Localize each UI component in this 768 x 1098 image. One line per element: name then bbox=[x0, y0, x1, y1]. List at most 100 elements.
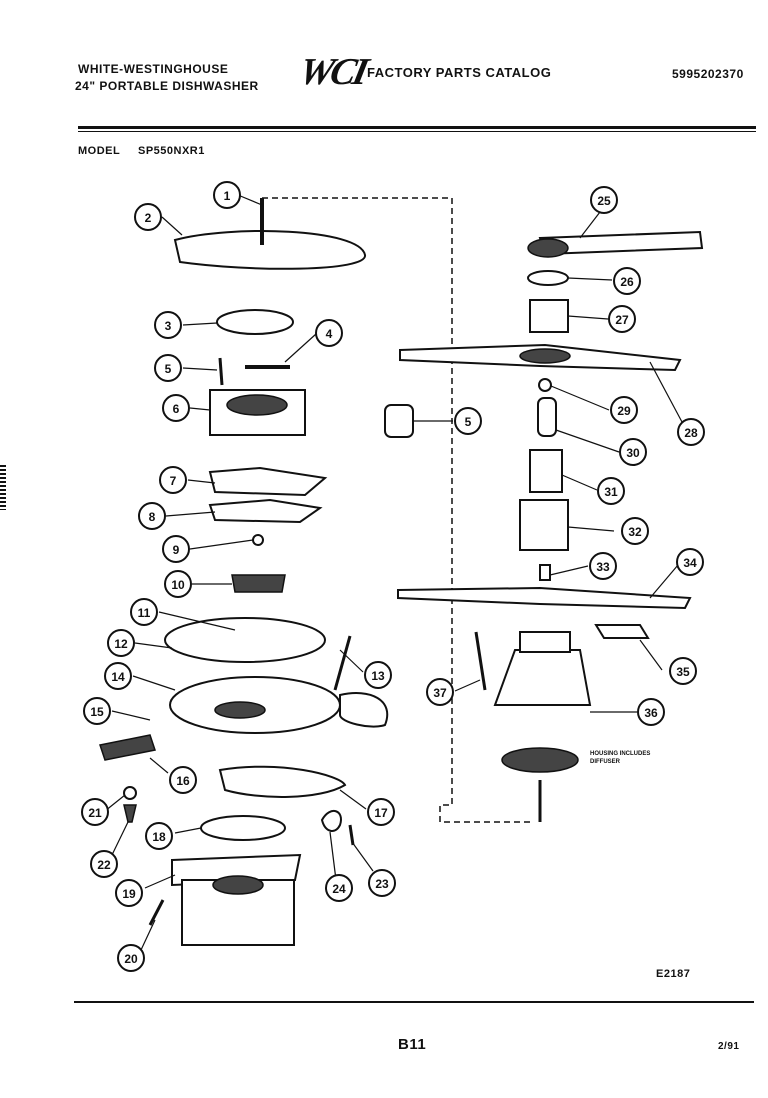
callout-28: 28 bbox=[677, 418, 705, 446]
callout-number: 33 bbox=[596, 560, 610, 574]
callout-number: 30 bbox=[626, 446, 640, 460]
callout-12: 12 bbox=[107, 629, 135, 657]
catalog-number: 5995202370 bbox=[672, 67, 744, 81]
header-rule bbox=[78, 126, 756, 129]
tube-32-part bbox=[529, 449, 563, 493]
screw-part bbox=[218, 357, 224, 386]
page-number: B11 bbox=[398, 1036, 427, 1053]
sump-center bbox=[214, 701, 266, 719]
bolt-part bbox=[333, 635, 352, 691]
lower-spray-arm-part bbox=[397, 586, 692, 610]
callout-circle bbox=[169, 766, 197, 794]
pump-cap-part bbox=[216, 309, 294, 335]
callout-22: 22 bbox=[90, 850, 118, 878]
scan-edge-mark bbox=[0, 465, 6, 510]
callout-3: 3 bbox=[154, 311, 182, 339]
feed-tube-end bbox=[527, 238, 569, 258]
screw-24-part bbox=[348, 824, 355, 846]
callout-26: 26 bbox=[613, 267, 641, 295]
brand-line-1: WHITE-WESTINGHOUSE bbox=[78, 62, 229, 76]
callout-circle bbox=[637, 698, 665, 726]
callout-number: 6 bbox=[173, 402, 180, 416]
callout-number: 2 bbox=[145, 211, 152, 225]
callout-29: 29 bbox=[610, 396, 638, 424]
callout-circle bbox=[608, 305, 636, 333]
callout-4: 4 bbox=[315, 319, 343, 347]
callout-24: 24 bbox=[325, 874, 353, 902]
callout-number: 18 bbox=[152, 830, 166, 844]
callout-number: 11 bbox=[138, 606, 151, 620]
nut-30-part bbox=[538, 378, 552, 392]
callout-31: 31 bbox=[597, 477, 625, 505]
pump-cover-top bbox=[519, 631, 571, 653]
callout-circle bbox=[164, 570, 192, 598]
callout-6: 6 bbox=[162, 394, 190, 422]
callout-circle bbox=[677, 418, 705, 446]
callout-number: 25 bbox=[597, 194, 611, 208]
callout-circle bbox=[107, 629, 135, 657]
callout-number: 28 bbox=[684, 426, 698, 440]
callout-27: 27 bbox=[608, 305, 636, 333]
callout-circle bbox=[454, 407, 482, 435]
callout-number: 15 bbox=[90, 705, 104, 719]
callout-35: 35 bbox=[669, 657, 697, 685]
sump-ring-part bbox=[164, 617, 326, 663]
callout-number: 3 bbox=[165, 319, 172, 333]
bolt-5-part bbox=[474, 631, 487, 691]
callout-18: 18 bbox=[145, 822, 173, 850]
footer-rule bbox=[74, 1001, 754, 1003]
callout-14: 14 bbox=[104, 662, 132, 690]
callout-34: 34 bbox=[676, 548, 704, 576]
callout-25: 25 bbox=[590, 186, 618, 214]
gasket-part bbox=[208, 466, 328, 497]
callout-circle bbox=[154, 354, 182, 382]
callout-number: 24 bbox=[332, 882, 346, 896]
callout-circle bbox=[589, 552, 617, 580]
callout-circle bbox=[81, 798, 109, 826]
callout-2: 2 bbox=[134, 203, 162, 231]
valve-part bbox=[99, 734, 156, 761]
callout-number: 36 bbox=[644, 706, 658, 720]
note-line-2: DIFFUSER bbox=[590, 759, 620, 765]
callout-circle bbox=[134, 203, 162, 231]
nut-part bbox=[123, 786, 137, 800]
callout-circle bbox=[325, 874, 353, 902]
callout-circle bbox=[364, 661, 392, 689]
callout-circle bbox=[117, 944, 145, 972]
callout-9: 9 bbox=[162, 535, 190, 563]
callout-number: 26 bbox=[620, 275, 634, 289]
model-number: SP550NXR1 bbox=[138, 145, 205, 157]
callout-circle bbox=[367, 798, 395, 826]
callout-number: 14 bbox=[111, 670, 125, 684]
callout-number: 37 bbox=[433, 686, 447, 700]
callout-number: 17 bbox=[374, 806, 388, 820]
callout-30: 30 bbox=[619, 438, 647, 466]
callout-13: 13 bbox=[364, 661, 392, 689]
callout-circle bbox=[83, 697, 111, 725]
callout-37: 37 bbox=[426, 678, 454, 706]
callout-1: 1 bbox=[213, 181, 241, 209]
callout-number: 22 bbox=[97, 858, 111, 872]
callout-number: 34 bbox=[683, 556, 697, 570]
tube-33-part bbox=[519, 499, 569, 551]
callout-17: 17 bbox=[367, 798, 395, 826]
motor-shaft bbox=[212, 875, 264, 895]
plug-part bbox=[123, 804, 137, 823]
callout-number: 10 bbox=[171, 578, 185, 592]
spray-arm-hub bbox=[519, 348, 571, 364]
hose-part bbox=[218, 765, 347, 798]
brand-line-2: 24" PORTABLE DISHWASHER bbox=[75, 79, 259, 93]
figure-id: E2187 bbox=[656, 968, 691, 980]
pump-housing-opening bbox=[226, 394, 288, 416]
callout-number: 8 bbox=[149, 510, 156, 524]
callout-7: 7 bbox=[159, 466, 187, 494]
callout-33: 33 bbox=[589, 552, 617, 580]
block-36-part bbox=[594, 624, 650, 639]
callout-circle bbox=[213, 181, 241, 209]
callout-number: 20 bbox=[124, 952, 138, 966]
callout-circle bbox=[676, 548, 704, 576]
assembly-dashed-line bbox=[262, 197, 530, 823]
callout-36: 36 bbox=[637, 698, 665, 726]
sump-lip-part bbox=[339, 692, 389, 728]
callout-circle bbox=[613, 267, 641, 295]
